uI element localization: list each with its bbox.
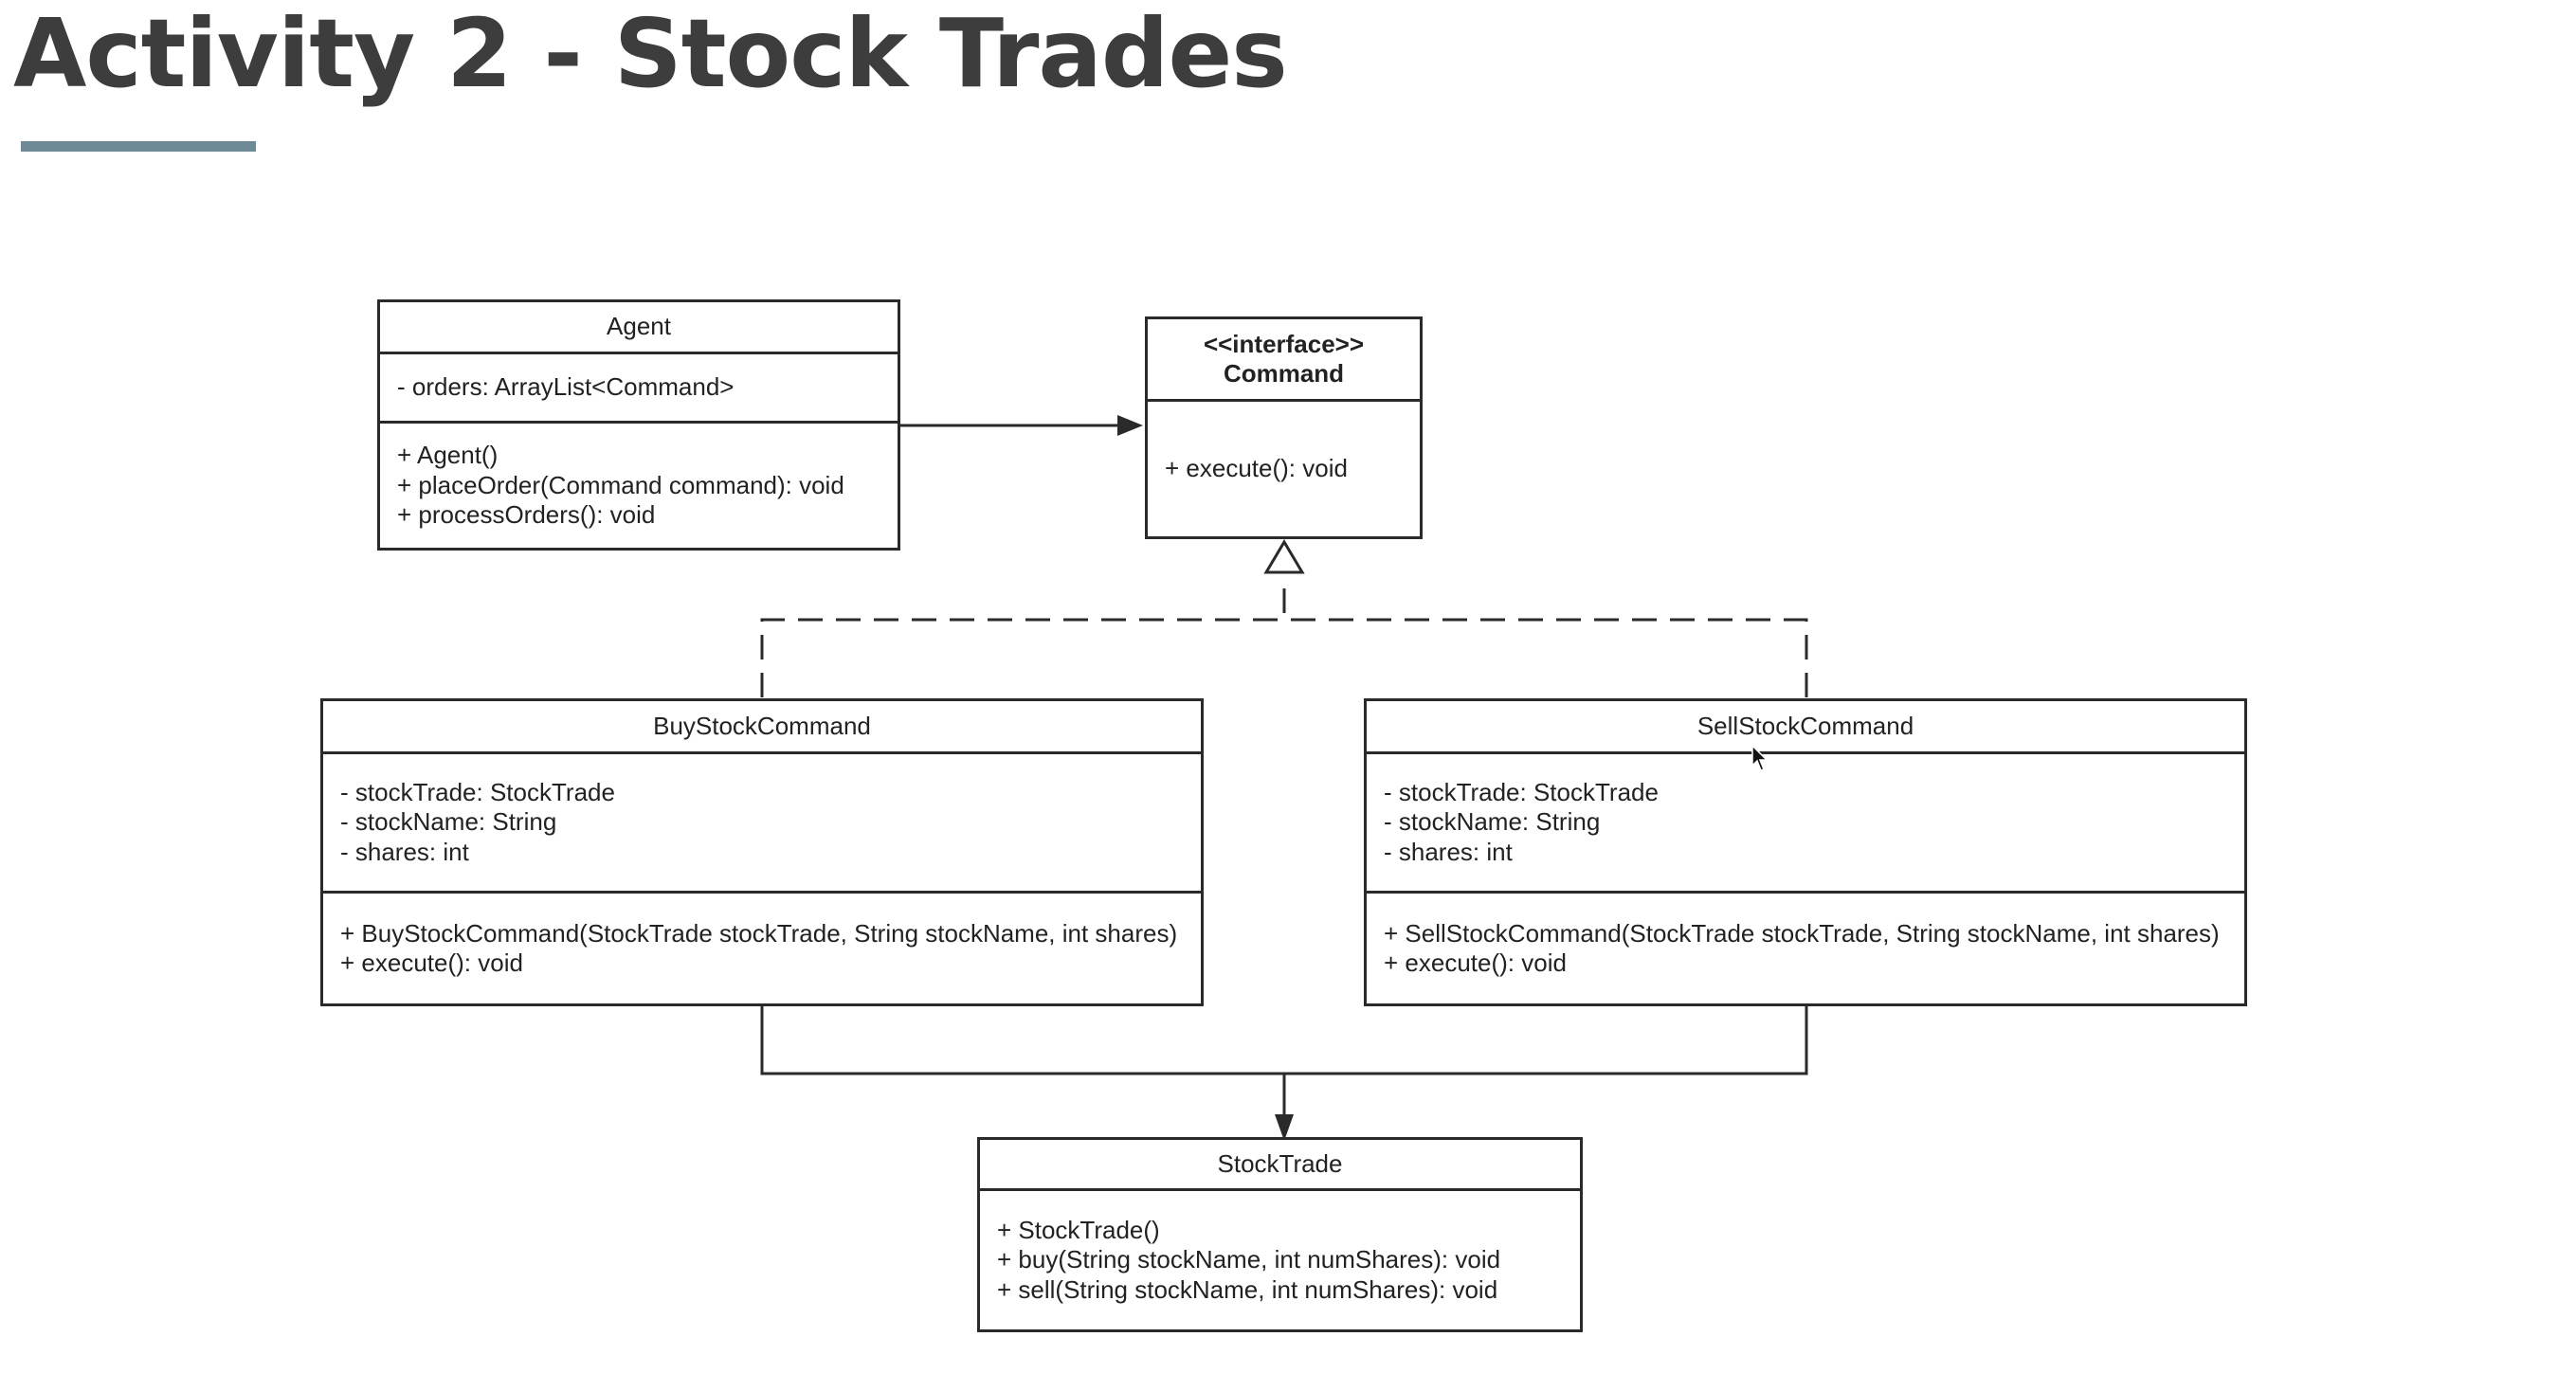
agent-class: Agent - orders: ArrayList<Command> + Age… [377, 299, 900, 551]
association-arrowhead [1117, 415, 1143, 436]
title-underline [21, 141, 256, 152]
buy-attribute-stock-name: - stockName: String [340, 807, 557, 837]
agent-class-name: Agent [380, 302, 898, 354]
sell-method-execute: + execute(): void [1384, 948, 1567, 977]
sell-stock-command-class: SellStockCommand - stockTrade: StockTrad… [1364, 698, 2247, 1006]
buy-stock-command-name: BuyStockCommand [323, 701, 1201, 754]
stock-trade-method-buy: + buy(String stockName, int numShares): … [997, 1245, 1501, 1274]
agent-methods: + Agent() + placeOrder(Command command):… [380, 424, 898, 548]
dependency-arrowhead [1275, 1114, 1294, 1141]
sell-attribute-stock-trade: - stockTrade: StockTrade [1384, 777, 1659, 806]
dependency-sell-stocktrade [1282, 1005, 1808, 1118]
agent-attributes: - orders: ArrayList<Command> [380, 354, 898, 424]
buy-attribute-stock-trade: - stockTrade: StockTrade [340, 777, 615, 806]
sell-attribute-stock-name: - stockName: String [1384, 807, 1601, 837]
dependency-buy-stocktrade [760, 1005, 1284, 1075]
stock-trade-name: StockTrade [980, 1140, 1580, 1191]
command-interface: <<interface>> Command + execute(): void [1145, 316, 1423, 539]
slide-title: Activity 2 - Stock Trades [13, 0, 1288, 109]
realization-buy-command [760, 580, 1286, 697]
command-methods: + execute(): void [1148, 402, 1420, 536]
stock-trade-class: StockTrade + StockTrade() + buy(String s… [977, 1137, 1583, 1332]
buy-stock-command-methods: + BuyStockCommand(StockTrade stockTrade,… [323, 894, 1201, 1003]
buy-method-constructor: + BuyStockCommand(StockTrade stockTrade,… [340, 918, 1178, 948]
stock-trade-methods: + StockTrade() + buy(String stockName, i… [980, 1191, 1580, 1329]
sell-method-constructor: + SellStockCommand(StockTrade stockTrade… [1384, 918, 2220, 948]
agent-method-constructor: + Agent() [397, 441, 499, 470]
sell-stock-command-methods: + SellStockCommand(StockTrade stockTrade… [1367, 894, 2244, 1003]
command-interface-header: <<interface>> Command [1148, 319, 1420, 402]
agent-method-place-order: + placeOrder(Command command): void [397, 470, 844, 499]
agent-method-process-orders: + processOrders(): void [397, 500, 656, 530]
sell-stock-command-attributes: - stockTrade: StockTrade - stockName: St… [1367, 754, 2244, 894]
agent-attribute-orders: - orders: ArrayList<Command> [397, 372, 735, 402]
sell-stock-command-name: SellStockCommand [1367, 701, 2244, 754]
buy-stock-command-class: BuyStockCommand - stockTrade: StockTrade… [320, 698, 1204, 1006]
stock-trade-method-constructor: + StockTrade() [997, 1215, 1160, 1244]
realization-sell-command [1284, 618, 1808, 697]
buy-stock-command-attributes: - stockTrade: StockTrade - stockName: St… [323, 754, 1201, 894]
mouse-cursor-icon [1751, 745, 1769, 771]
sell-attribute-shares: - shares: int [1384, 837, 1513, 866]
buy-attribute-shares: - shares: int [340, 837, 469, 866]
realization-triangle [1263, 539, 1305, 574]
buy-method-execute: + execute(): void [340, 948, 523, 977]
stock-trade-method-sell: + sell(String stockName, int numShares):… [997, 1274, 1498, 1304]
command-method-execute: + execute(): void [1165, 454, 1348, 483]
command-stereotype: <<interface>> [1203, 330, 1365, 358]
command-interface-name: Command [1223, 359, 1345, 388]
